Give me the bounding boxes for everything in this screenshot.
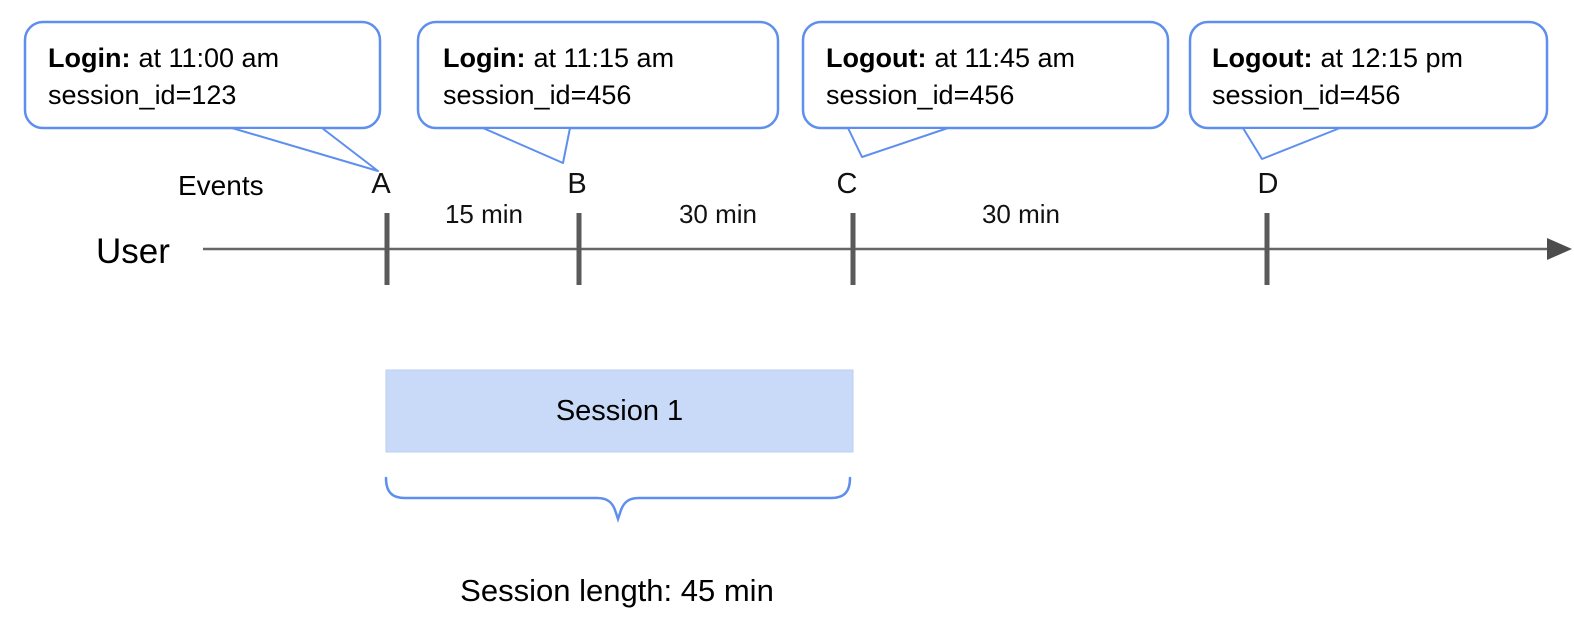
callout-line2: session_id=456 — [443, 80, 632, 110]
callout-tail-c — [847, 127, 949, 158]
callout-bubble-login-a — [23, 20, 382, 130]
callout-line1: Login:at 11:00 am — [48, 40, 279, 77]
callout-bubble-login-b — [416, 20, 780, 130]
interval-b-c-label: 30 min — [678, 199, 758, 229]
callout-line2: session_id=456 — [1212, 80, 1401, 110]
timeline-arrowhead-icon — [1547, 238, 1572, 260]
callout-tail-a — [231, 127, 379, 172]
session-box-label: Session 1 — [555, 395, 684, 427]
callout-logout-d-text: Logout:at 12:15 pm session_id=456 — [1212, 40, 1463, 114]
event-type-label: Logout: — [826, 43, 927, 73]
session-brace — [384, 476, 852, 523]
callout-tail-b — [482, 127, 571, 164]
session-interval-box — [385, 369, 854, 453]
callout-line2: session_id=456 — [826, 80, 1015, 110]
session-length-label: Session length: 45 min — [460, 573, 774, 608]
event-time-label: at 12:15 pm — [1320, 43, 1464, 73]
callout-login-a-text: Login:at 11:00 am session_id=123 — [48, 40, 279, 114]
event-type-label: Login: — [443, 43, 526, 73]
user-lane-label: User — [96, 232, 170, 271]
interval-a-b-label: 15 min — [444, 199, 524, 229]
callout-bubble-logout-c — [801, 20, 1170, 130]
callout-line1: Logout:at 12:15 pm — [1212, 40, 1463, 77]
event-type-label: Logout: — [1212, 43, 1313, 73]
event-marker-b: B — [567, 168, 587, 200]
callout-logout-c-text: Logout:at 11:45 am session_id=456 — [826, 40, 1075, 114]
event-time-label: at 11:15 am — [533, 43, 675, 73]
callout-tail-d — [1242, 127, 1341, 160]
event-marker-c: C — [836, 168, 858, 200]
callout-line1: Login:at 11:15 am — [443, 40, 674, 77]
callout-login-b-text: Login:at 11:15 am session_id=456 — [443, 40, 674, 114]
callout-line2: session_id=123 — [48, 80, 237, 110]
event-marker-a: A — [371, 168, 391, 200]
interval-c-d-label: 30 min — [981, 199, 1061, 229]
callout-line1: Logout:at 11:45 am — [826, 40, 1075, 77]
event-marker-d: D — [1257, 168, 1279, 200]
events-row-label: Events — [178, 170, 264, 201]
event-type-label: Login: — [48, 43, 131, 73]
event-time-label: at 11:00 am — [138, 43, 280, 73]
callout-bubble-logout-d — [1188, 20, 1549, 130]
event-time-label: at 11:45 am — [934, 43, 1076, 73]
